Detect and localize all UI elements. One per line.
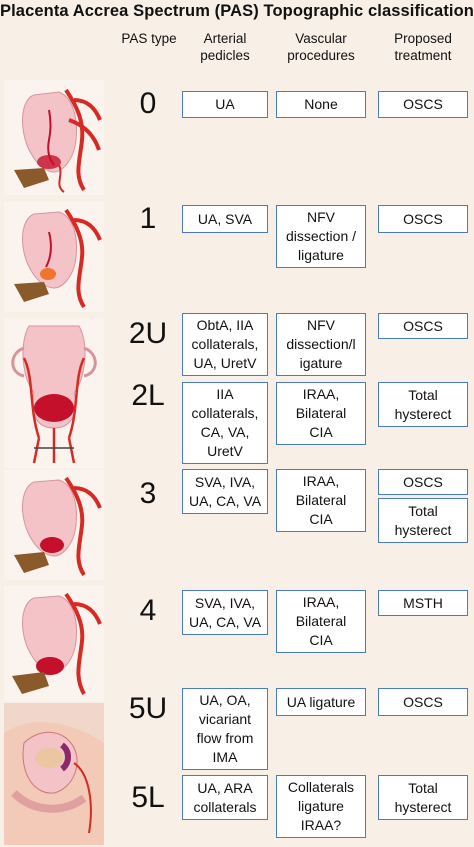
header-pas-type: PAS type xyxy=(121,31,177,46)
proposed-treatment-cell: OSCS xyxy=(378,688,468,716)
uterus-illustration-type-2 xyxy=(4,318,104,468)
header-proposed-treatment: Proposed treatment xyxy=(394,31,452,63)
header-arterial-pedicles: Arterial pedicles xyxy=(200,31,250,63)
vascular-procedures-cell: NFV dissection / ligature xyxy=(276,205,366,268)
vascular-procedures-cell: IRAA, Bilateral CIA xyxy=(276,469,366,532)
uterus-illustration-type-3 xyxy=(4,470,104,580)
arterial-pedicles-cell: IIA collaterals, CA, VA, UretV xyxy=(182,382,268,464)
header-vascular-procedures: Vascular procedures xyxy=(287,31,355,63)
pas-type-label: 5L xyxy=(131,781,165,814)
vascular-procedures-cell: Collaterals ligature IRAA? xyxy=(276,775,366,838)
proposed-treatment-cell: OSCS xyxy=(378,91,468,118)
pas-type-label: 2L xyxy=(131,379,165,412)
proposed-treatment-cell: OSCS xyxy=(378,469,468,495)
arterial-pedicles-cell: SVA, IVA, UA, CA, VA xyxy=(182,469,268,514)
vascular-procedures-cell: IRAA, Bilateral CIA xyxy=(276,382,366,445)
pas-type-label: 3 xyxy=(139,477,157,510)
proposed-treatment-cell: OSCS xyxy=(378,205,468,233)
arterial-pedicles-cell: UA, ARA collaterals xyxy=(182,775,268,820)
pas-type-label: 0 xyxy=(139,87,157,120)
pelvis-illustration-type-5 xyxy=(4,703,104,845)
pas-type-label: 4 xyxy=(139,594,157,627)
uterus-illustration-type-4 xyxy=(4,586,104,701)
proposed-treatment-cell: MSTH xyxy=(378,590,468,616)
pas-type-label: 1 xyxy=(139,202,157,235)
proposed-treatment-cell: Total hysterect xyxy=(378,775,468,820)
uterus-illustration-type-0 xyxy=(4,80,104,195)
vascular-procedures-cell: IRAA, Bilateral CIA xyxy=(276,590,366,653)
arterial-pedicles-cell: UA, OA, vicariant flow from IMA xyxy=(182,688,268,770)
arterial-pedicles-cell: SVA, IVA, UA, CA, VA xyxy=(182,590,268,635)
pas-type-label: 5U xyxy=(128,692,168,725)
proposed-treatment-cell: Total hysterect xyxy=(378,498,468,543)
arterial-pedicles-cell: UA, SVA xyxy=(182,205,268,233)
proposed-treatment-cell: Total hysterect xyxy=(378,382,468,427)
pas-type-label: 2U xyxy=(128,317,168,350)
arterial-pedicles-cell: ObtA, IIA collaterals, UA, UretV xyxy=(182,313,268,376)
arterial-pedicles-cell: UA xyxy=(182,91,268,118)
vascular-procedures-cell: UA ligature xyxy=(276,688,366,716)
proposed-treatment-cell: OSCS xyxy=(378,313,468,339)
vascular-procedures-cell: None xyxy=(276,91,366,118)
figure-title: Placenta Accrea Spectrum (PAS) Topograph… xyxy=(0,2,474,20)
vascular-procedures-cell: NFV dissection/l igature xyxy=(276,313,366,376)
uterus-illustration-type-1 xyxy=(4,202,104,312)
